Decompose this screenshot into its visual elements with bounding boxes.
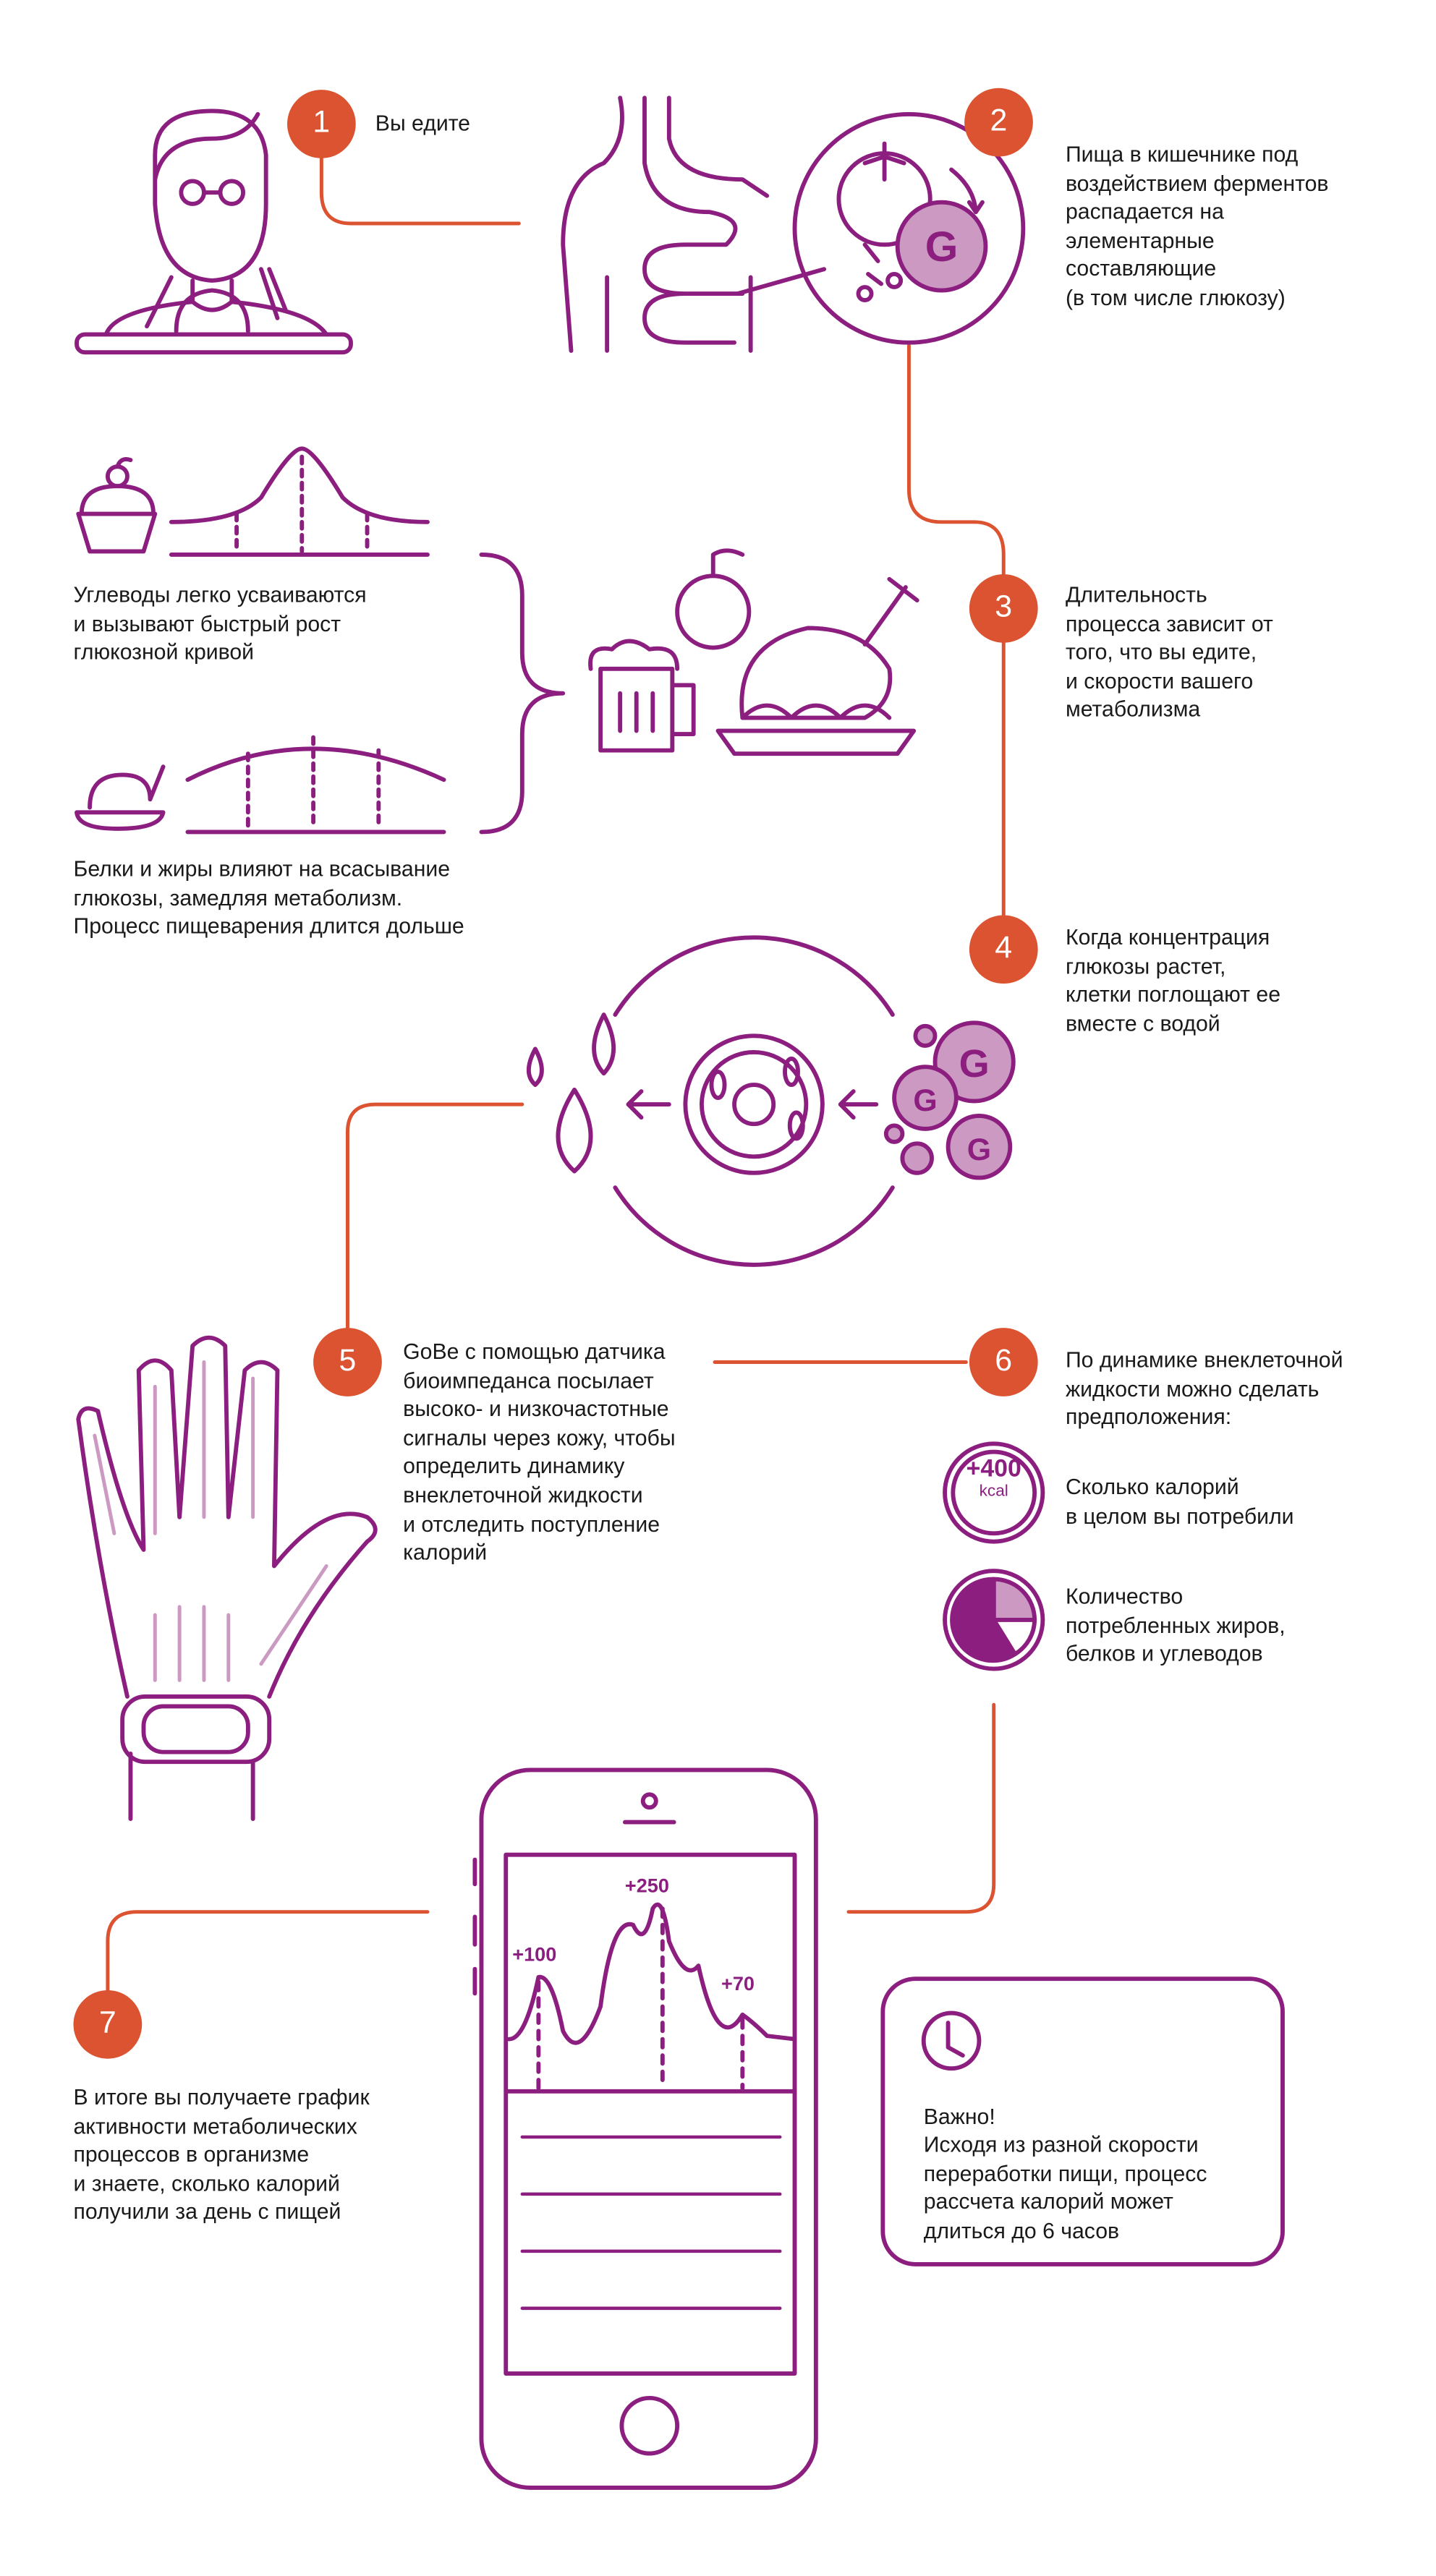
connector-6-phone xyxy=(846,1702,996,1914)
note-text: Важно! Исходя из разной скорости перераб… xyxy=(923,2104,1207,2243)
signal-arrows-icon xyxy=(93,1360,328,1682)
food-particles-icon xyxy=(856,242,904,302)
calories-assumption-text: Сколько калорий в целом вы потребили xyxy=(1065,1475,1294,1528)
step-badge-2: 2 xyxy=(964,88,1033,157)
tomato-icon xyxy=(836,141,985,247)
step-badge-4: 4 xyxy=(969,915,1038,984)
cycle-arc-bottom xyxy=(613,1185,895,1267)
person-eating-icon xyxy=(75,108,353,355)
clock-icon xyxy=(921,2010,982,2071)
water-drops-icon xyxy=(526,1012,616,1174)
proteins-fats-text: Белки и жиры влияют на всасывание глюкоз… xyxy=(73,856,464,939)
carbs-text: Углеводы легко усваиваются и вызывают бы… xyxy=(73,582,367,665)
hand-with-band-icon xyxy=(76,1335,378,1822)
arrow-left-icon xyxy=(626,1089,671,1120)
slow-glucose-curve xyxy=(185,735,446,835)
magnifier-circle xyxy=(792,111,1026,345)
kcal-badge-inner xyxy=(951,1449,1037,1536)
chart-peak-label: +100 xyxy=(512,1942,557,1966)
glucose-bubbles-icon xyxy=(883,1020,1016,1180)
glucose-letter: G xyxy=(925,223,959,270)
smartphone-icon xyxy=(472,1767,818,2490)
connector-4-5 xyxy=(345,1102,524,1330)
kcal-value: +400 xyxy=(966,1455,1021,1483)
step-4-text: Когда концентрация глюкозы растет, клетк… xyxy=(1065,924,1281,1036)
fast-glucose-curve xyxy=(169,446,430,557)
chart-peak-label: +250 xyxy=(624,1874,669,1898)
connector-phone-7 xyxy=(106,1910,430,1992)
list-lines xyxy=(520,2135,782,2311)
step-2-text: Пища в кишечнике под воздействием фермен… xyxy=(1065,142,1329,310)
kcal-badge-icon xyxy=(943,1441,1045,1544)
connectors xyxy=(106,155,1006,1992)
step-5-text: GoBe с помощью датчика биоимпеданса посы… xyxy=(403,1339,676,1565)
macros-assumption-text: Количество потребленных жиров, белков и … xyxy=(1065,1584,1286,1666)
glucose-letter: G xyxy=(959,1042,990,1086)
pie-chart-icon xyxy=(943,1569,1045,1671)
step-3-text: Длительность процесса зависит от того, ч… xyxy=(1065,582,1273,722)
cycle-arc-top xyxy=(613,935,895,1017)
step-badge-5: 5 xyxy=(313,1328,382,1396)
cell-icon xyxy=(683,1033,825,1175)
step-badge-6: 6 xyxy=(969,1328,1038,1396)
bracket xyxy=(479,553,566,835)
step-badge-3: 3 xyxy=(969,574,1038,643)
phone-calorie-chart xyxy=(506,1902,797,2311)
cupcake-icon xyxy=(76,457,158,554)
connector-1-2 xyxy=(319,155,521,226)
glucose-letter: G xyxy=(967,1133,991,1167)
beer-mug-icon xyxy=(588,639,696,753)
glucose-letter: G xyxy=(913,1083,937,1118)
arrow-left-icon xyxy=(838,1089,879,1120)
step-badge-7: 7 xyxy=(73,1989,143,2059)
note-box xyxy=(880,1976,1285,2266)
step-1-text: Вы едите xyxy=(375,111,470,136)
step-6-text: По динамике внеклеточной жидкости можно … xyxy=(1065,1347,1343,1430)
peak-markers xyxy=(536,1906,745,2091)
step-badge-1: 1 xyxy=(287,90,356,158)
digestive-system-icon xyxy=(561,95,827,353)
roast-chicken-small-icon xyxy=(75,764,166,831)
step-7-text: В итоге вы получаете график активности м… xyxy=(73,2084,370,2225)
food-plate-icon xyxy=(675,548,919,756)
calorie-curve xyxy=(506,1902,797,2045)
glucose-molecule xyxy=(895,200,988,293)
kcal-badge: +400 kcal xyxy=(945,1455,1042,1501)
chart-peak-label: +70 xyxy=(721,1972,755,1995)
connector-2-3 xyxy=(906,344,1006,576)
kcal-unit: kcal xyxy=(979,1483,1008,1501)
